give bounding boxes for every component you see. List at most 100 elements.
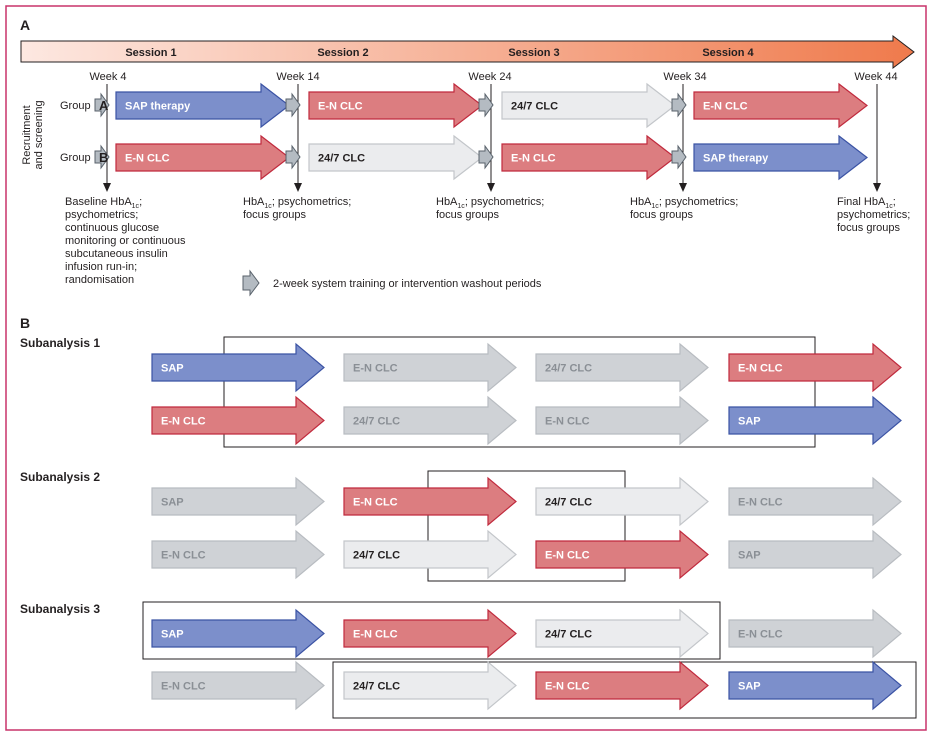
subanalysis-phase-label: E-N CLC <box>738 629 783 641</box>
subanalysis-phase-arrow <box>343 660 517 711</box>
recruitment-label-line: Recruitment <box>21 105 33 164</box>
group-letter: B <box>99 150 108 165</box>
subanalysis-phase-arrow <box>535 660 709 711</box>
assessment-text: focus groups <box>630 209 693 221</box>
group-phase-arrow <box>308 82 483 129</box>
legend-washout-icon <box>242 269 260 297</box>
group-a-marker <box>94 92 110 118</box>
subanalysis-phase-label: E-N CLC <box>545 550 590 562</box>
group-phase-arrow <box>693 134 868 181</box>
subanalysis-phase-label: 24/7 CLC <box>545 629 592 641</box>
group-phase-label: SAP therapy <box>703 153 769 165</box>
subanalysis-phase-arrow <box>728 660 902 711</box>
group-phase-label: E-N CLC <box>125 153 170 165</box>
subanalysis-phase-label: 24/7 CLC <box>545 497 592 509</box>
assessment-text: focus groups <box>837 222 900 234</box>
week-label: Week 24 <box>468 71 511 83</box>
group-phase-label: 24/7 CLC <box>318 153 365 165</box>
week-marker-arrowhead <box>294 183 302 192</box>
subanalysis-phase-arrow <box>151 342 325 393</box>
subanalysis-phase-arrow <box>535 476 709 527</box>
assessment-text: focus groups <box>243 209 306 221</box>
subanalysis-phase-arrow <box>728 395 902 446</box>
subanalysis-phase-label: SAP <box>738 416 761 428</box>
subanalysis-phase-arrow <box>151 476 325 527</box>
subanalysis-phase-arrow <box>151 395 325 446</box>
assessment-text: focus groups <box>436 209 499 221</box>
subanalysis-phase-arrow <box>535 529 709 580</box>
week-label: Week 44 <box>854 71 897 83</box>
subanalysis-phase-label: SAP <box>738 550 761 562</box>
recruitment-label: Recruitmentand screening <box>21 100 45 169</box>
washout-arrow <box>478 144 494 170</box>
subanalysis-phase-arrow <box>151 608 325 659</box>
assessment-text: psychometrics; <box>65 209 138 221</box>
subanalysis-title: Subanalysis 2 <box>20 470 100 484</box>
session-label: Session 4 <box>702 47 754 59</box>
subanalysis-phase-arrow <box>343 476 517 527</box>
week-marker-arrowhead <box>103 183 111 192</box>
washout-arrow <box>285 92 301 118</box>
subanalysis-phase-label: E-N CLC <box>161 416 206 428</box>
group-phase-arrow <box>308 134 483 181</box>
group-phase-arrow <box>501 134 676 181</box>
subanalysis-phase-label: 24/7 CLC <box>545 363 592 375</box>
subanalysis-phase-arrow <box>535 395 709 446</box>
subanalysis-phase-arrow <box>728 476 902 527</box>
subanalysis-title: Subanalysis 3 <box>20 602 100 616</box>
washout-arrow <box>671 144 687 170</box>
session-label: Session 3 <box>508 47 559 59</box>
subanalysis-phase-arrow <box>728 529 902 580</box>
assessment-text: HbA1c; psychometrics; <box>243 196 351 210</box>
group-phase-label: E-N CLC <box>703 101 748 113</box>
subanalysis-phase-arrow <box>728 342 902 393</box>
group-phase-arrow <box>115 82 290 129</box>
assessment-text: Baseline HbA1c; <box>65 196 142 210</box>
assessment-text: subcutaneous insulin <box>65 248 168 260</box>
subanalysis-phase-label: SAP <box>161 629 184 641</box>
assessment-text: infusion run-in; <box>65 261 137 273</box>
subanalysis-3-box-top <box>142 601 721 660</box>
week-marker-arrowhead <box>487 183 495 192</box>
week-marker-arrowhead <box>873 183 881 192</box>
subanalysis-title: Subanalysis 1 <box>20 336 100 350</box>
subanalysis-phase-arrow <box>343 342 517 393</box>
assessment-text: randomisation <box>65 274 134 286</box>
group-phase-label: E-N CLC <box>511 153 556 165</box>
group-prefix: Group <box>60 100 91 112</box>
subanalysis-phase-label: E-N CLC <box>161 550 206 562</box>
subanalysis-phase-label: 24/7 CLC <box>353 416 400 428</box>
figure-frame <box>5 5 927 731</box>
week-label: Week 4 <box>89 71 126 83</box>
week-label: Week 14 <box>276 71 319 83</box>
washout-arrow <box>671 92 687 118</box>
subanalysis-phase-label: E-N CLC <box>161 681 206 693</box>
subanalysis-phase-label: SAP <box>161 363 184 375</box>
group-letter: A <box>99 98 109 113</box>
subanalysis-phase-label: E-N CLC <box>545 416 590 428</box>
subanalysis-phase-arrow <box>343 529 517 580</box>
subanalysis-phase-label: 24/7 CLC <box>353 550 400 562</box>
assessment-text: HbA1c; psychometrics; <box>436 196 544 210</box>
assessment-text: monitoring or continuous <box>65 235 186 247</box>
subanalysis-phase-label: E-N CLC <box>353 629 398 641</box>
washout-arrow <box>285 144 301 170</box>
recruitment-label-line: and screening <box>33 100 45 169</box>
subanalysis-phase-label: SAP <box>161 497 184 509</box>
group-phase-arrow <box>693 82 868 129</box>
subanalysis-phase-label: SAP <box>738 681 761 693</box>
assessment-text: continuous glucose <box>65 222 159 234</box>
subanalysis-phase-label: E-N CLC <box>738 363 783 375</box>
subanalysis-phase-label: E-N CLC <box>353 363 398 375</box>
subanalysis-phase-arrow <box>343 608 517 659</box>
subanalysis-1-box <box>223 336 816 448</box>
week-label: Week 34 <box>663 71 706 83</box>
subanalysis-phase-arrow <box>151 529 325 580</box>
group-b-marker <box>94 144 110 170</box>
subanalysis-phase-arrow <box>535 608 709 659</box>
panel-a-label: A <box>20 17 30 33</box>
session-timeline-arrow <box>20 34 915 70</box>
subanalysis-phase-arrow <box>343 395 517 446</box>
group-phase-label: E-N CLC <box>318 101 363 113</box>
